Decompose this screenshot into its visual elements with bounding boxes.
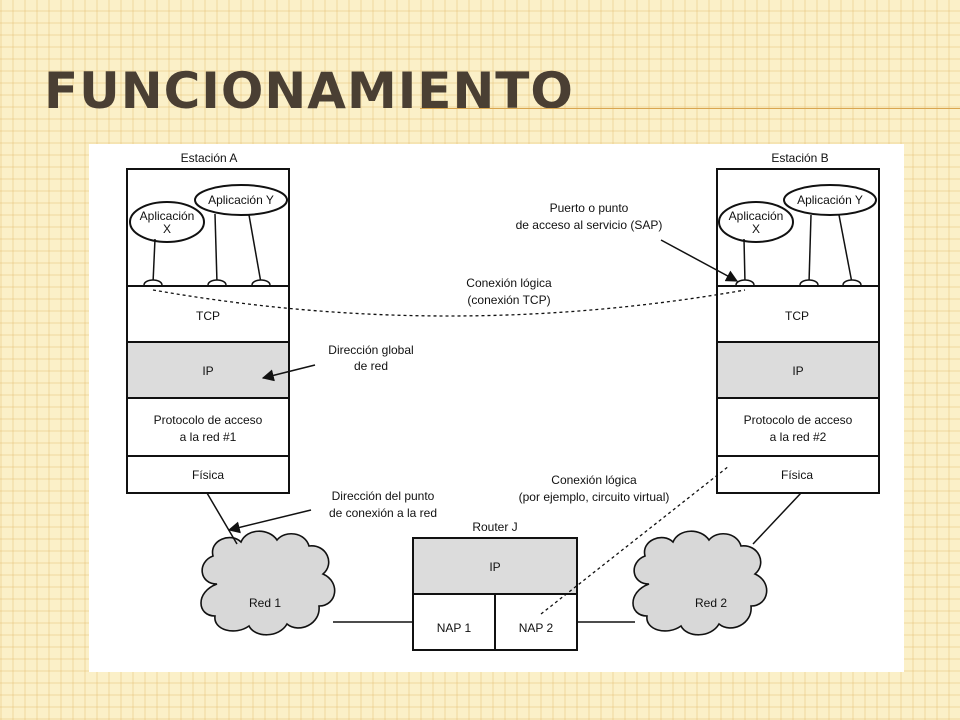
station-b-app-x [718,201,794,243]
global-address-line1: Dirección global [328,343,413,357]
red1-cloud: Red 1 [200,530,336,636]
tcp-connection-line1: Conexión lógica [466,276,552,290]
link-a-red1 [206,492,238,545]
red2-label: Red 2 [695,596,727,610]
station-a-ip-label: IP [202,364,213,378]
station-a-app-y-label: Aplicación Y [208,193,274,207]
router-ip-label: IP [489,560,500,574]
station-a-physical-label: Física [192,468,224,482]
station-a-access-line1: Protocolo de acceso [154,413,263,427]
station-a-app-x [129,201,205,243]
sap-line2: de acceso al servicio (SAP) [516,218,663,232]
station-b-app-x-line1: Aplicación [729,209,784,223]
attachment-address-line1: Dirección del punto [332,489,435,503]
station-a: Estación A Aplicación X Aplicación Y TCP… [126,151,290,494]
station-a-app-x-line2: X [163,222,171,236]
attachment-address-line2: de conexión a la red [329,506,437,520]
station-a-access-layer [126,397,290,457]
station-b-tcp-layer [716,285,880,343]
sap-line1: Puerto o punto [550,201,629,215]
link-b-red2 [752,492,802,545]
station-a-app-x-line1: Aplicación [140,209,195,223]
router-label: Router J [472,520,517,534]
title-underline [420,108,960,109]
router-nap1-label: NAP 1 [437,621,472,635]
global-address-line2: de red [354,359,388,373]
router-j: Router J IP NAP 1 NAP 2 [412,520,578,651]
global-address-arrow [261,364,316,382]
station-a-tcp-label: TCP [196,309,220,323]
station-a-tcp-layer [126,285,290,343]
virtual-circuit-line1: Conexión lógica [551,473,637,487]
station-b-access-layer [716,397,880,457]
station-a-label: Estación A [181,151,238,165]
station-b-physical-layer [716,455,880,494]
station-b-app-y [783,184,877,216]
station-b-physical-label: Física [781,468,813,482]
attachment-address-arrow [227,509,312,534]
station-a-app-y [194,184,288,216]
red2-cloud: Red 2 [632,530,768,636]
router-nap2 [494,593,578,651]
tcp-logical-connection [152,289,746,317]
sap-arrow [660,239,739,282]
tcp-connection-line2: (conexión TCP) [467,293,550,307]
station-b-access-line2: a la red #2 [770,430,827,444]
slide-title: FUNCIONAMIENTO [44,62,574,120]
station-a-access-line2: a la red #1 [180,430,237,444]
router-nap2-label: NAP 2 [519,621,554,635]
station-b-label: Estación B [771,151,828,165]
station-b-ip-label: IP [792,364,803,378]
virtual-circuit-connection [540,465,730,615]
router-nap1 [412,593,496,651]
network-diagram: Estación A Aplicación X Aplicación Y TCP… [89,144,904,672]
station-b: Estación B Aplicación X Aplicación Y TCP… [716,151,880,494]
red1-label: Red 1 [249,596,281,610]
station-a-physical-layer [126,455,290,494]
station-b-access-line1: Protocolo de acceso [744,413,853,427]
virtual-circuit-line2: (por ejemplo, circuito virtual) [519,490,670,504]
station-b-tcp-label: TCP [785,309,809,323]
station-b-app-x-line2: X [752,222,760,236]
station-b-app-y-label: Aplicación Y [797,193,863,207]
